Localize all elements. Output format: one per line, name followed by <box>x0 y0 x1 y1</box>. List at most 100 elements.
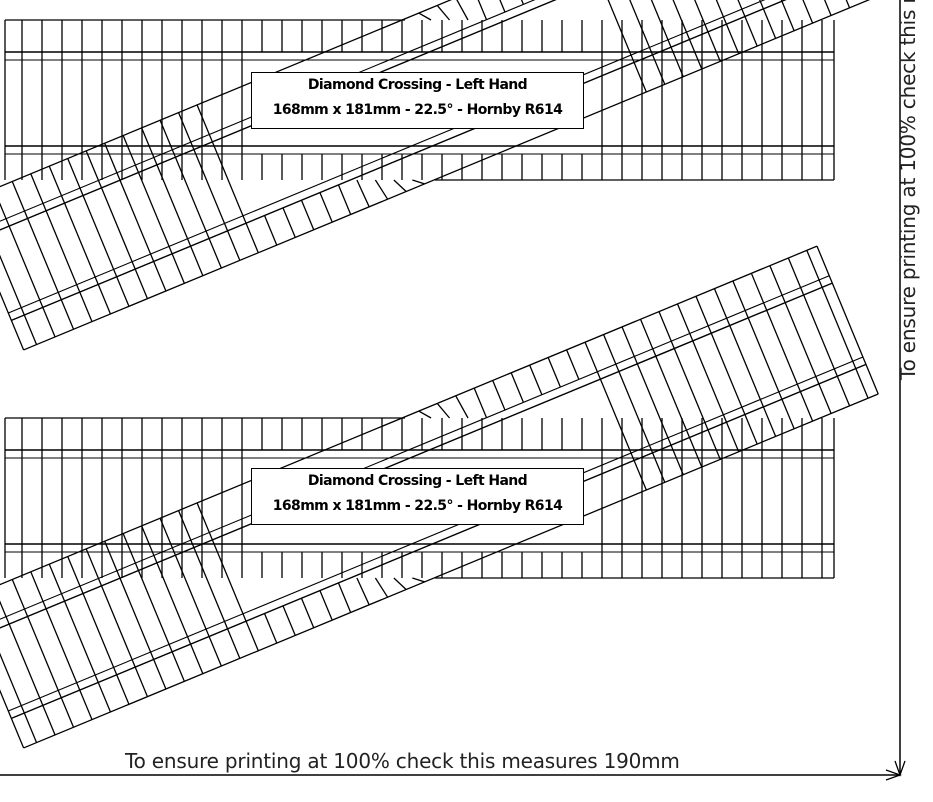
diverging-sleeper <box>282 207 296 238</box>
diverging-sleeper <box>122 135 185 284</box>
diverging-sleeper <box>374 577 389 598</box>
diverging-sleeper <box>737 0 758 47</box>
diverging-sleeper <box>48 165 112 315</box>
diverging-sleeper <box>263 613 278 644</box>
diverging-sleeper <box>300 597 315 629</box>
diverging-sleeper <box>806 250 869 399</box>
diverging-sleeper <box>418 410 432 419</box>
diverging-sleeper <box>621 326 684 475</box>
diverging-sleeper <box>104 142 167 292</box>
diverging-sleeper <box>282 605 296 636</box>
diverging-sleeper <box>676 303 740 452</box>
diverging-bed-end <box>0 689 25 749</box>
diverging-sleeper <box>547 357 561 388</box>
template-spec: 168mm x 181mm - 22.5° - Hornby R614 <box>272 102 563 118</box>
template-label-top: Diamond Crossing - Left Hand 168mm x 181… <box>251 72 584 129</box>
diverging-sleeper <box>455 395 469 419</box>
diverging-sleeper <box>159 517 222 667</box>
diverging-sleeper <box>30 173 93 322</box>
diverging-sleeper <box>85 150 149 299</box>
diverging-sleeper <box>694 0 721 62</box>
diverging-sleeper <box>393 179 407 192</box>
diverging-bed-end <box>816 245 879 395</box>
diverging-sleeper <box>412 577 425 583</box>
diverging-sleeper <box>650 0 684 77</box>
diverging-sleeper <box>436 403 451 419</box>
diverging-sleeper <box>11 579 75 728</box>
diverging-sleeper <box>769 265 832 414</box>
diverging-sleeper <box>418 12 432 21</box>
diverging-sleeper <box>787 257 851 407</box>
diverging-sleeper <box>141 127 204 276</box>
diverging-sleeper <box>473 387 488 418</box>
diverging-sleeper <box>196 502 259 651</box>
template-title: Diamond Crossing - Left Hand <box>307 473 528 489</box>
diamond-crossing-template-top <box>0 0 871 351</box>
diverging-sleeper <box>456 0 469 21</box>
diverging-sleeper <box>196 104 259 253</box>
diverging-sleeper <box>750 273 814 422</box>
diverging-sleeper <box>639 318 703 468</box>
diverging-sleeper <box>337 582 352 613</box>
diverging-rail-line <box>8 0 766 314</box>
diverging-sleeper <box>374 179 389 200</box>
diverging-sleeper <box>780 0 795 32</box>
diverging-sleeper <box>607 0 647 93</box>
diverging-sleeper <box>629 0 666 85</box>
diverging-sleeper <box>104 540 167 690</box>
diverging-sleeper <box>177 510 241 659</box>
diverging-sleeper <box>48 563 112 713</box>
diverging-sleeper <box>695 296 758 445</box>
diverging-sleeper <box>0 202 56 338</box>
template-title: Diamond Crossing - Left Hand <box>307 77 528 93</box>
diverging-sleeper <box>529 364 543 395</box>
diverging-rail-line <box>8 356 864 712</box>
diverging-sleeper <box>672 0 703 70</box>
diverging-sleeper <box>499 0 506 13</box>
diverging-bed-edge <box>0 245 818 586</box>
diverging-sleeper <box>300 199 315 231</box>
diverging-sleeper <box>11 181 75 330</box>
diamond-crossing-template-bottom <box>0 245 879 749</box>
diverging-sleeper <box>141 525 204 674</box>
print-scale-note-vertical: To ensure printing at 100% check this me… <box>896 0 920 380</box>
diverging-sleeper <box>67 158 130 307</box>
diverging-bed-end <box>0 291 25 351</box>
diverging-sleeper <box>177 112 241 261</box>
diverging-sleeper <box>393 577 407 590</box>
diverging-sleeper <box>510 372 525 403</box>
diverging-sleeper <box>584 341 647 491</box>
diverging-sleeper <box>337 184 352 215</box>
print-scale-note-horizontal: To ensure printing at 100% check this me… <box>125 749 680 773</box>
diverging-sleeper <box>0 254 38 345</box>
diverging-sleeper <box>319 590 333 621</box>
diverging-sleeper <box>412 179 425 185</box>
diverging-sleeper <box>658 311 721 460</box>
diverging-sleeper <box>436 5 451 21</box>
diverging-sleeper <box>520 0 525 5</box>
diverging-sleeper <box>319 192 333 223</box>
print-scale-measure-lines <box>0 0 906 781</box>
diverging-sleeper <box>477 0 488 20</box>
diverging-sleeper <box>715 0 740 54</box>
diverging-sleeper <box>602 334 666 483</box>
diverging-sleeper <box>30 571 93 720</box>
diverging-sleeper <box>0 652 38 743</box>
template-label-bottom: Diamond Crossing - Left Hand 168mm x 181… <box>251 468 584 525</box>
diverging-sleeper <box>845 0 851 9</box>
diverging-sleeper <box>356 577 370 606</box>
diverging-sleeper <box>67 556 130 705</box>
diverging-sleeper <box>759 0 777 39</box>
diverging-bed-edge <box>23 393 879 749</box>
diverging-rail-line <box>0 282 833 629</box>
diverging-sleeper <box>0 600 56 736</box>
diverging-sleeper <box>732 280 795 430</box>
diverging-sleeper <box>159 119 222 269</box>
diverging-sleeper <box>713 288 777 437</box>
measure-arrow-down <box>894 760 906 777</box>
diverging-sleeper <box>263 215 278 246</box>
diverging-sleeper <box>356 179 370 208</box>
diverging-sleeper <box>492 380 506 411</box>
diverging-sleeper <box>566 349 580 380</box>
